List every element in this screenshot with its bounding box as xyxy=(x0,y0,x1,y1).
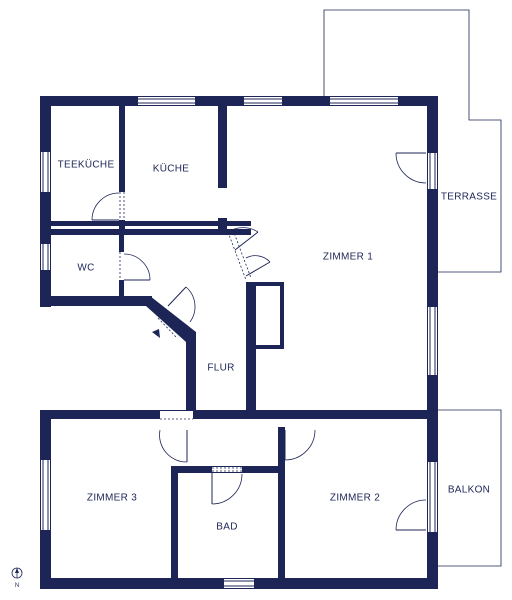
windows xyxy=(41,97,437,588)
door-terrasse xyxy=(395,152,427,184)
room-label-flur: FLUR xyxy=(207,363,234,374)
north-label: N xyxy=(15,583,19,589)
room-label-teekueche: TEEKÜCHE xyxy=(58,159,115,171)
doors xyxy=(91,152,427,531)
door-teekueche xyxy=(91,192,125,221)
room-label-kueche: KÜCHE xyxy=(153,163,190,175)
room-label-zimmer3: ZIMMER 3 xyxy=(87,493,137,504)
door-balkon xyxy=(395,499,427,531)
room-label-zimmer2: ZIMMER 2 xyxy=(330,493,380,504)
room-label-zimmer1: ZIMMER 1 xyxy=(323,252,373,263)
door-wc xyxy=(119,252,151,281)
door-zimmer1 xyxy=(227,227,271,281)
door-bad xyxy=(211,467,243,505)
door-entrance xyxy=(157,286,196,338)
label-terrasse: TERRASSE xyxy=(441,192,497,203)
door-zimmer3 xyxy=(159,411,193,463)
room-label-wc: WC xyxy=(77,263,94,274)
terrasse-outline xyxy=(323,9,502,273)
room-label-bad: BAD xyxy=(216,522,237,533)
door-zimmer2 xyxy=(278,419,316,461)
balkon-outline xyxy=(437,409,502,567)
label-balkon: BALKON xyxy=(448,485,490,496)
north-arrow-icon xyxy=(11,567,23,579)
entrance-arrow-icon xyxy=(152,329,160,338)
